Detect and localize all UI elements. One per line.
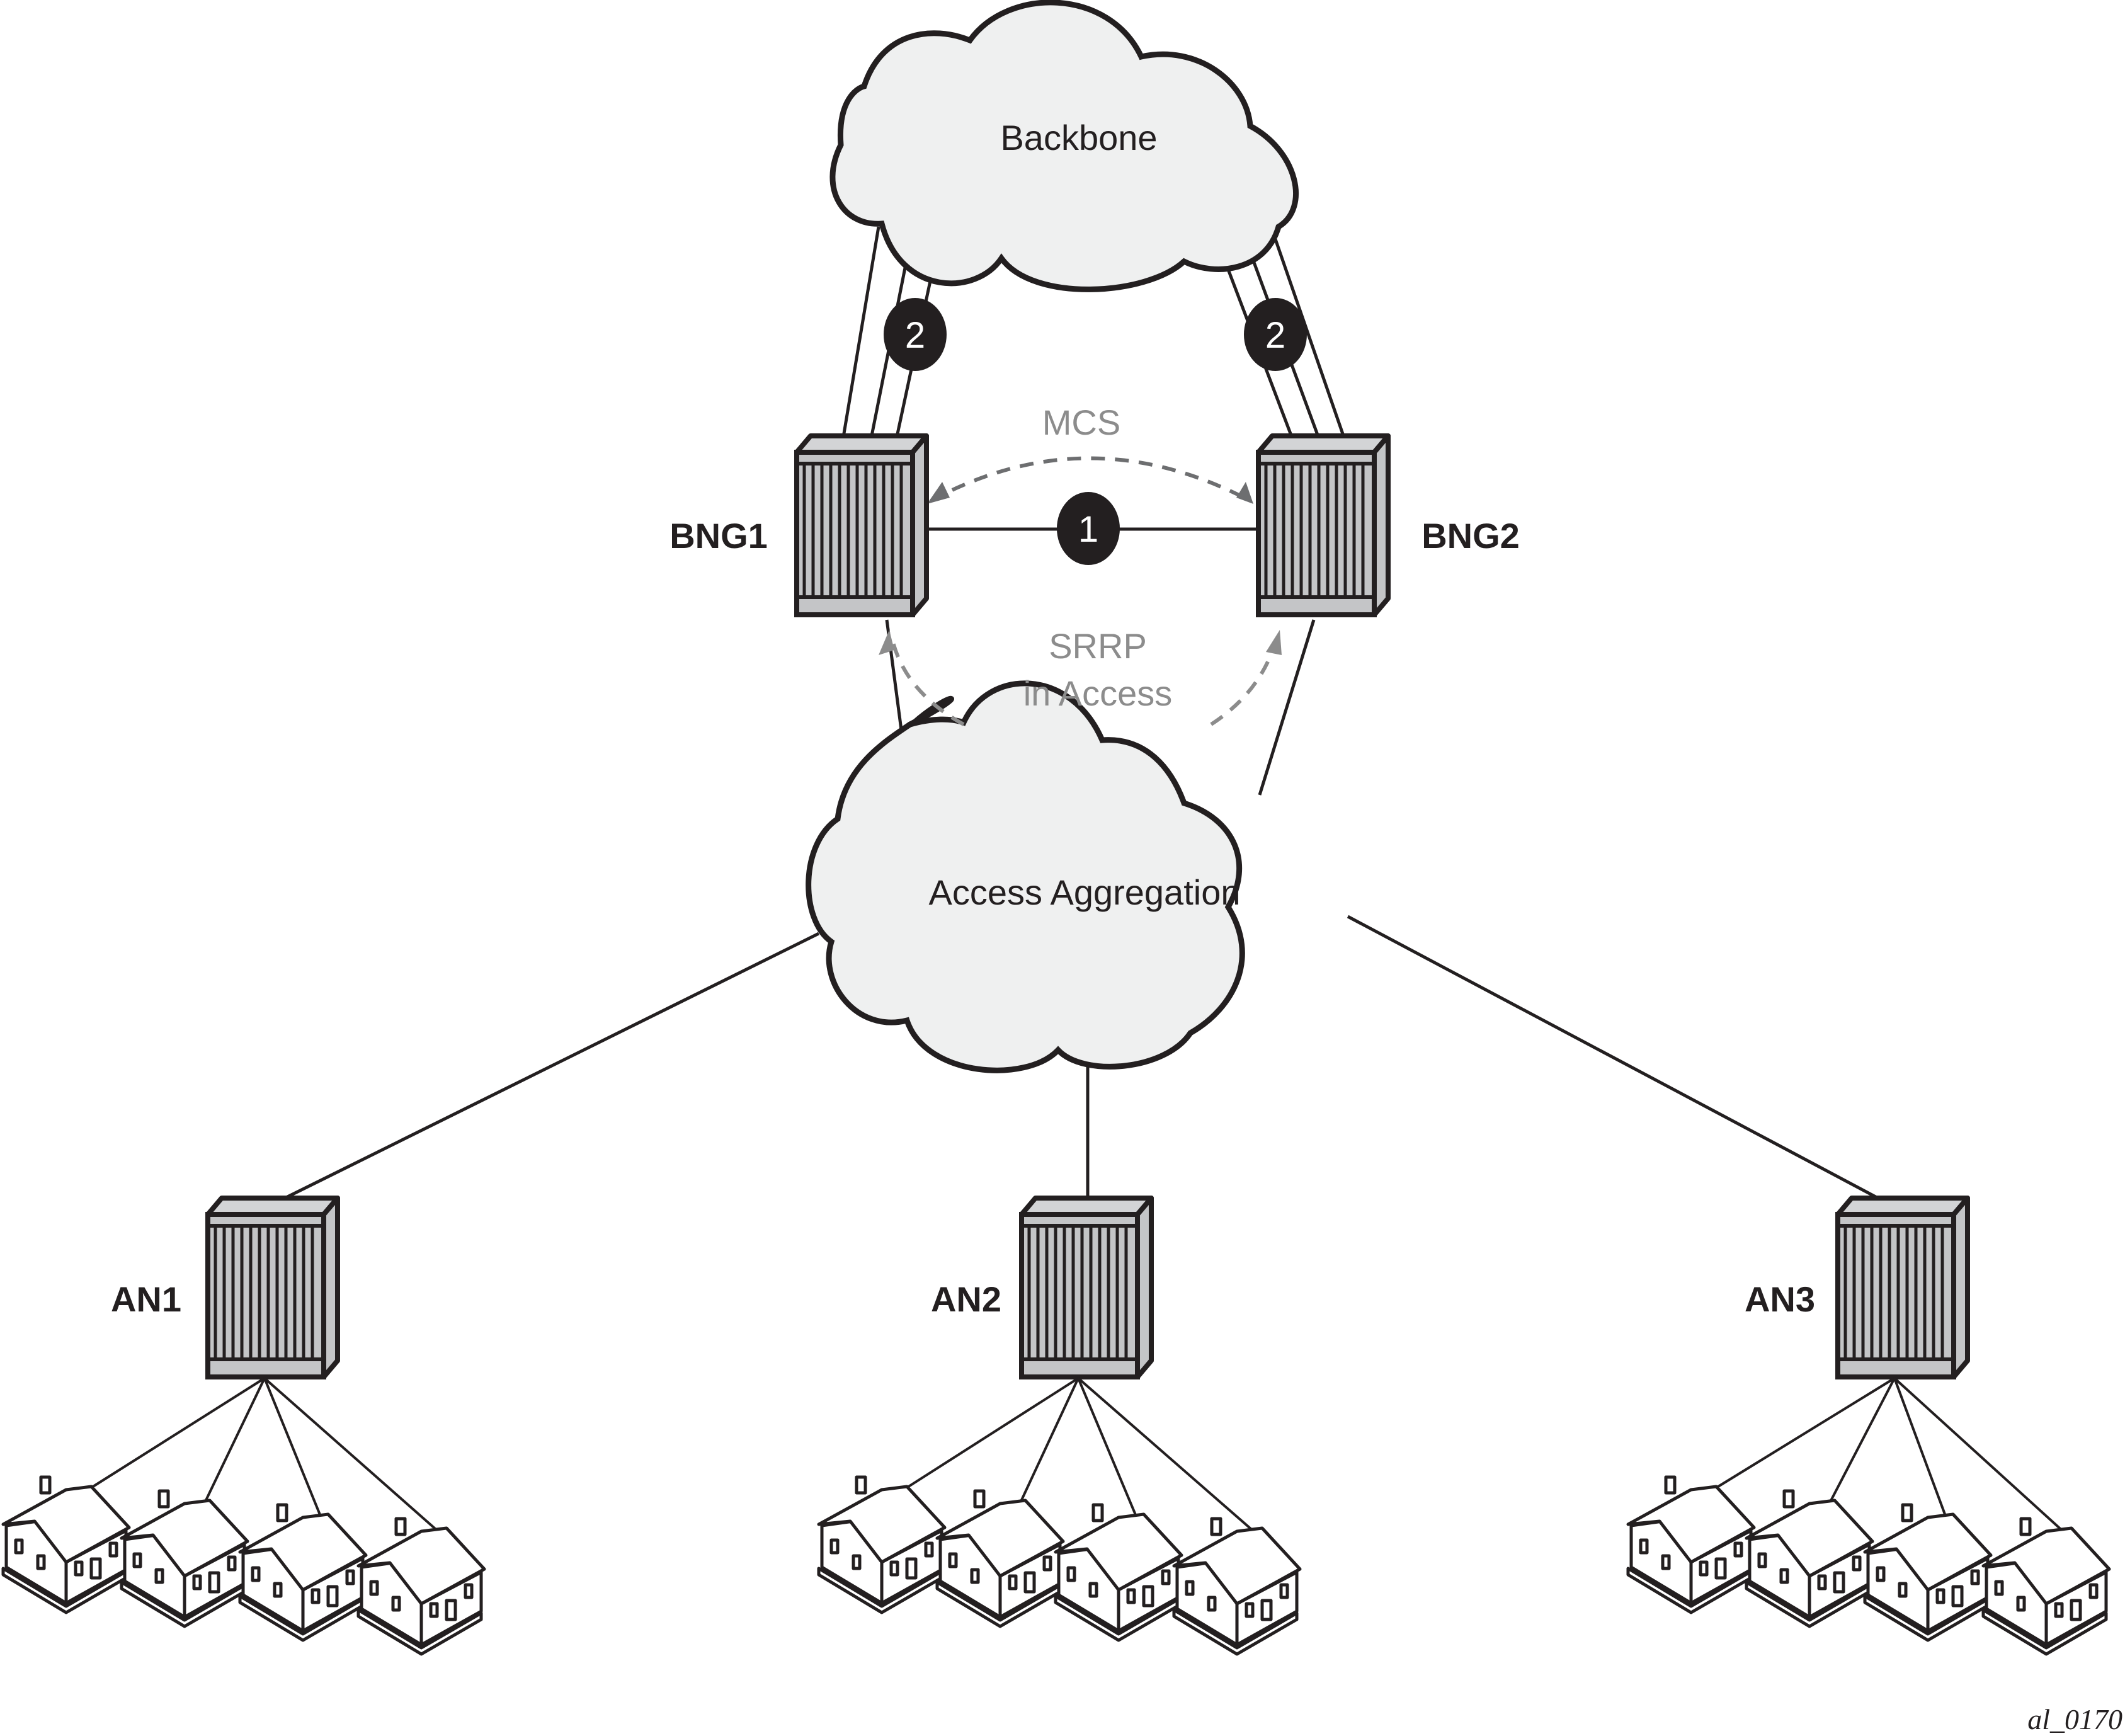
an2-house-icon — [1056, 1505, 1182, 1640]
mcs-arrowhead-right — [1236, 482, 1253, 504]
an1-subscriber-link — [84, 1377, 266, 1493]
an2-access-node[interactable] — [1022, 1198, 1151, 1377]
srrp-label-line2: in Access — [1023, 673, 1173, 713]
an1-subscriber-link — [202, 1378, 266, 1506]
srrp-arrow-right — [1210, 642, 1277, 726]
an2-house-icon — [937, 1491, 1063, 1626]
srrp-arrowhead-left — [879, 630, 894, 655]
access-an3-link — [1347, 915, 1898, 1210]
srrp-arrowhead-right — [1266, 630, 1282, 655]
an2-subscriber-link — [1077, 1378, 1139, 1520]
access-aggregation-cloud: Access Aggregation — [806, 680, 1245, 1073]
svg-text:2: 2 — [905, 315, 925, 356]
bng2-label: BNG2 — [1421, 516, 1520, 556]
badge-1: 1 — [1057, 492, 1120, 565]
an2-house-icon — [819, 1477, 945, 1613]
mcs-arrowhead-left — [927, 482, 950, 504]
bng1-router[interactable] — [797, 436, 926, 615]
backbone-label: Backbone — [1000, 118, 1157, 157]
an2-house-icon — [1174, 1519, 1300, 1654]
an2-subscriber-link — [1077, 1377, 1257, 1534]
bng2-router[interactable] — [1258, 436, 1388, 615]
svg-text:1: 1 — [1078, 509, 1098, 550]
mcs-label: MCS — [1042, 403, 1120, 442]
an3-subscriber-link — [1709, 1377, 1896, 1493]
an1-house-icon — [3, 1477, 129, 1613]
srrp-label-line1: SRRP — [1049, 626, 1147, 666]
access-an1-link — [263, 932, 820, 1210]
an1-subscriber-link — [263, 1378, 323, 1520]
an3-house-icon — [1865, 1505, 1991, 1640]
svg-text:2: 2 — [1265, 315, 1285, 356]
an1-access-node[interactable] — [208, 1198, 338, 1377]
an1-house-icon — [240, 1505, 366, 1640]
figure-id: al_0170 — [2027, 1703, 2122, 1735]
an2-subscriber-link — [1018, 1378, 1080, 1506]
an3-access-node[interactable] — [1838, 1198, 1968, 1377]
an1-house-icon — [358, 1519, 484, 1654]
badge-2-left: 2 — [884, 298, 947, 371]
srrp-arrow-left — [891, 642, 965, 726]
an3-label: AN3 — [1745, 1279, 1815, 1319]
mcs-arrow — [930, 456, 1251, 503]
badge-2-right: 2 — [1244, 298, 1307, 371]
an2-subscriber-link — [899, 1377, 1080, 1493]
an2-label: AN2 — [931, 1279, 1001, 1319]
backbone-cloud: Backbone — [829, 0, 1299, 292]
an3-subscriber-link — [1893, 1378, 1948, 1520]
subscriber-homes — [3, 1377, 2109, 1654]
an1-label: AN1 — [111, 1279, 181, 1319]
an1-house-icon — [122, 1491, 248, 1626]
bng1-label: BNG1 — [669, 516, 768, 556]
an3-house-icon — [1746, 1491, 1872, 1626]
an1-subscriber-link — [263, 1377, 442, 1534]
access-aggregation-label: Access Aggregation — [929, 872, 1241, 912]
an3-house-icon — [1628, 1477, 1754, 1613]
an3-house-icon — [1983, 1519, 2109, 1654]
bng2-access-link — [1258, 619, 1316, 796]
an3-subscriber-link — [1893, 1377, 2066, 1534]
an3-subscriber-link — [1827, 1378, 1896, 1506]
